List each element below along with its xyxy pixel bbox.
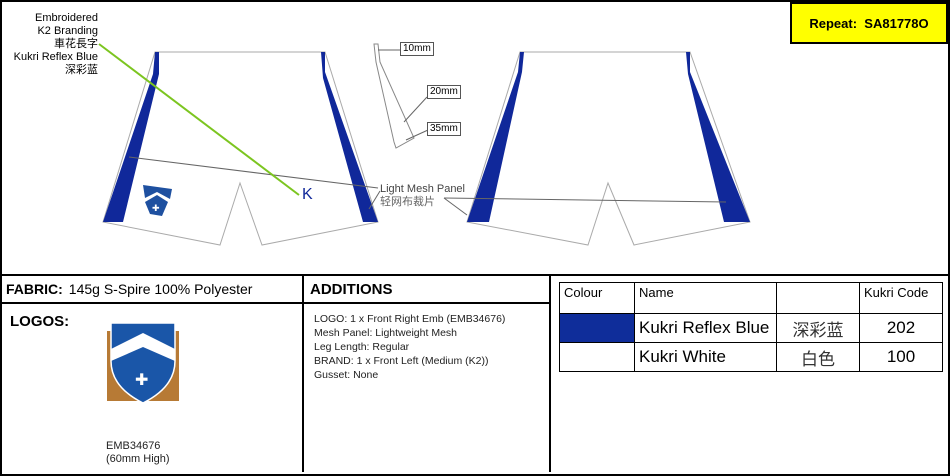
- additions-item: BRAND: 1 x Front Left (Medium (K2)): [314, 355, 489, 367]
- header-colour: Colour: [559, 282, 635, 314]
- branding-label-line: Kukri Reflex Blue: [13, 51, 98, 63]
- additions-panel: ADDITIONS LOGO: 1 x Front Right Emb (EMB…: [304, 276, 551, 472]
- fabric-value: 145g S-Spire 100% Polyester: [68, 281, 253, 297]
- back-right-stripe: [686, 52, 750, 222]
- colour-swatch: [559, 313, 635, 343]
- garment-drawing-area: ✚ K Embroidered K2 Branding 車花長字 Kukri R…: [2, 2, 948, 276]
- mesh-panel-label-cn: 轻网布裁片: [380, 196, 435, 208]
- waistband-detail: [373, 43, 429, 149]
- branding-label-line: Embroidered: [35, 12, 98, 24]
- table-row: Kukri White 白色 100: [559, 342, 943, 372]
- colour-code: 202: [859, 313, 943, 343]
- fabric-logos-panel: FABRIC: 145g S-Spire 100% Polyester LOGO…: [2, 276, 304, 472]
- mesh-panel-label: Light Mesh Panel 轻网布裁片: [380, 183, 465, 209]
- colour-table: Colour Name Kukri Code Kukri Reflex Blue…: [559, 282, 943, 372]
- fabric-row: FABRIC: 145g S-Spire 100% Polyester: [2, 276, 302, 304]
- additions-list: LOGO: 1 x Front Right Emb (EMB34676) Mes…: [304, 304, 549, 382]
- dimension-20mm: 20mm: [427, 85, 461, 99]
- svg-text:✚: ✚: [152, 203, 160, 213]
- branding-label-line: K2 Branding: [37, 25, 98, 37]
- branding-label-line: 車花長字: [54, 38, 98, 50]
- table-header-row: Colour Name Kukri Code: [559, 282, 943, 314]
- branding-label: Embroidered K2 Branding 車花長字 Kukri Refle…: [6, 12, 98, 77]
- repeat-badge: Repeat: SA81778O: [790, 2, 948, 44]
- branding-label-line: 深彩蓝: [65, 64, 98, 76]
- table-row: Kukri Reflex Blue 深彩蓝 202: [559, 313, 943, 343]
- additions-item: LOGO: 1 x Front Right Emb (EMB34676): [314, 313, 506, 325]
- logo-caption: EMB34676 (60mm High): [106, 440, 170, 466]
- additions-item: Gusset: None: [314, 369, 379, 381]
- back-left-stripe: [467, 52, 524, 222]
- colours-panel: Colour Name Kukri Code Kukri Reflex Blue…: [551, 276, 948, 472]
- colour-code: 100: [859, 342, 943, 372]
- front-left-stripe: [103, 52, 159, 222]
- shorts-drawing: ✚ K: [98, 43, 751, 246]
- logo-code: EMB34676: [106, 440, 161, 452]
- back-shorts: [466, 51, 751, 246]
- repeat-code: SA81778O: [864, 15, 929, 31]
- additions-title: ADDITIONS: [304, 276, 549, 304]
- front-shorts: ✚ K: [98, 43, 379, 246]
- colour-name-cn: 深彩蓝: [776, 313, 860, 343]
- additions-item: Leg Length: Regular: [314, 341, 410, 353]
- fabric-label: FABRIC:: [6, 281, 63, 297]
- additions-item: Mesh Panel: Lightweight Mesh: [314, 327, 457, 339]
- header-cn: [776, 282, 860, 314]
- dimension-10mm: 10mm: [400, 42, 434, 56]
- colour-name-cn: 白色: [776, 342, 860, 372]
- colour-name: Kukri White: [634, 342, 777, 372]
- header-name: Name: [634, 282, 777, 314]
- branding-leader-line: [98, 43, 300, 196]
- svg-text:✚: ✚: [135, 372, 148, 389]
- colour-name: Kukri Reflex Blue: [634, 313, 777, 343]
- dimension-35mm: 35mm: [427, 122, 461, 136]
- k2-brand-icon: K: [302, 186, 313, 203]
- front-logo-icon: ✚: [143, 185, 172, 216]
- logos-label: LOGOS:: [10, 313, 70, 330]
- logo-size: (60mm High): [106, 453, 170, 465]
- colour-swatch: [559, 342, 635, 372]
- header-code: Kukri Code: [859, 282, 943, 314]
- mesh-panel-label-en: Light Mesh Panel: [380, 183, 465, 195]
- crest-logo-icon: ✚: [107, 322, 179, 404]
- repeat-label: Repeat:: [809, 15, 858, 31]
